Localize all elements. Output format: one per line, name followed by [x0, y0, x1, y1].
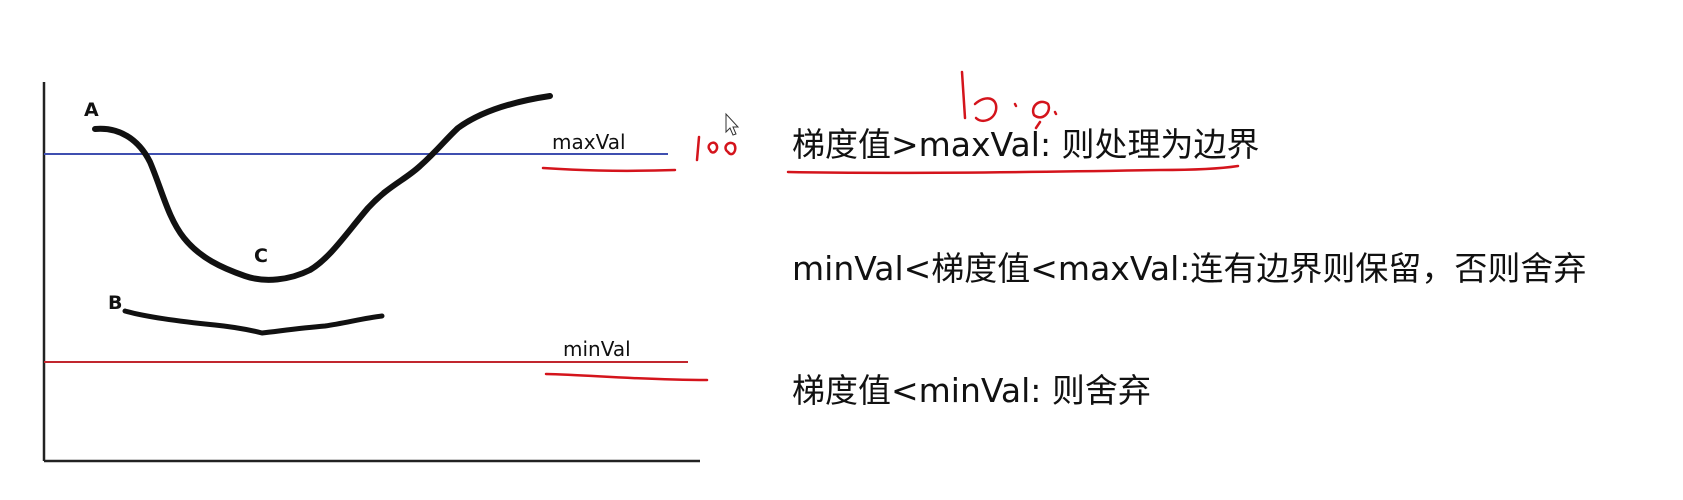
handwritten-top-note	[960, 70, 1058, 130]
point-label-a: A	[84, 99, 99, 121]
rule-1-underline	[786, 164, 1240, 175]
edge-curve-a	[92, 93, 553, 283]
rule-above-max: 梯度值>maxVal: 则处理为边界	[792, 125, 1260, 164]
maxval-label: maxVal	[552, 130, 626, 154]
handwritten-max-note	[695, 135, 737, 162]
mouse-cursor-icon	[725, 112, 740, 136]
minval-underline	[544, 372, 709, 382]
point-label-c: C	[254, 245, 268, 267]
edge-curve-b	[122, 308, 385, 336]
minval-label: minVal	[563, 337, 631, 361]
rule-below-min: 梯度值<minVal: 则舍弃	[792, 371, 1151, 410]
point-label-b: B	[108, 292, 122, 314]
rule-between: minVal<梯度值<maxVal:连有边界则保留，否则舍弃	[792, 249, 1587, 288]
maxval-underline	[541, 166, 677, 173]
